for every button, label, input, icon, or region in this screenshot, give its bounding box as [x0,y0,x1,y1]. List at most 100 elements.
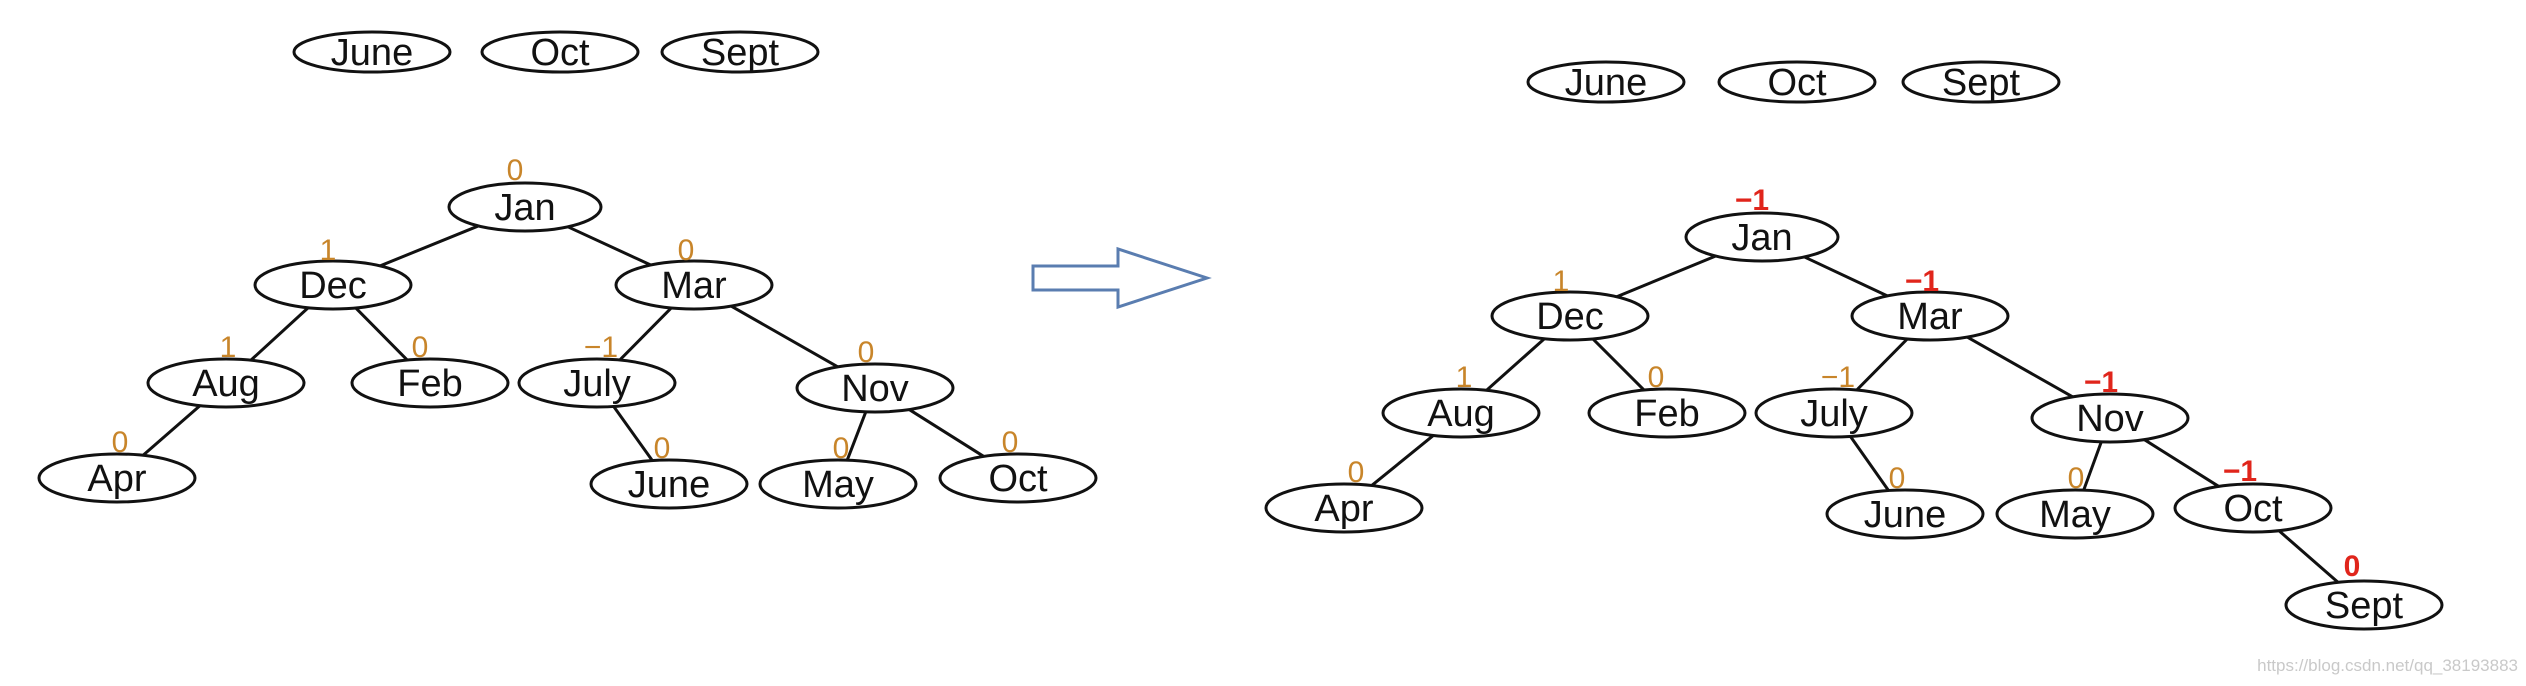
balance-factor-label: 1 [1456,361,1473,394]
tree-edge-dec-feb [354,306,409,362]
balance-factor-label: 1 [320,234,337,267]
tree-edge-july-june [1849,435,1890,492]
queue-node-label: Sept [1942,62,2021,104]
tree-edge-dec-aug [249,306,310,362]
tree-node-jan [447,181,603,233]
tree-edge-jan-dec [379,224,479,268]
tree-node-label: July [1800,393,1868,435]
tree-node-apr [37,452,197,504]
tree-edge-aug-apr [1370,434,1435,487]
tree-node-may [1995,488,2155,540]
tree-node-label: Oct [988,458,1048,500]
balance-factor-label: −1 [1735,184,1769,217]
queue-node-label: Oct [1767,62,1827,104]
balance-factor-label: −1 [584,331,618,364]
queue-node-june [292,30,452,74]
tree-node-dec [1490,290,1650,342]
balance-factor-label: −1 [2223,455,2257,488]
tree-node-label: Nov [2076,398,2144,440]
queue-node-june [1526,60,1686,104]
balance-factor-label: 0 [1889,462,1906,495]
tree-edge-nov-may [845,411,868,461]
tree-node-label: Aug [192,363,260,405]
balance-factor-label: 1 [220,331,237,364]
balance-factor-label: 0 [1348,456,1365,489]
balance-factor-label: 0 [1648,361,1665,394]
tree-node-feb [350,357,510,409]
balance-factor-label: −1 [1905,265,1939,298]
tree-edge-mar-nov [1966,335,2074,399]
queue-node-oct [1717,60,1877,104]
tree-node-label: Feb [397,363,462,405]
balance-factor-label: 0 [858,336,875,369]
balance-factor-label: 0 [654,432,671,465]
tree-node-may [758,458,918,510]
tree-node-aug [1381,387,1541,439]
tree-node-sept [2284,579,2444,631]
balance-factor-label: 0 [833,432,850,465]
tree-node-label: Apr [87,458,146,500]
tree-node-label: Oct [2223,488,2283,530]
tree-node-mar [1850,290,2010,342]
balance-factor-label: 0 [507,154,524,187]
tree-node-label: June [628,464,710,506]
balance-factor-label: −1 [2084,366,2118,399]
queue-node-label: June [331,32,413,74]
tree-node-june [589,458,749,510]
tree-edge-mar-nov [730,304,839,369]
tree-node-label: May [802,464,874,506]
tree-node-feb [1587,387,1747,439]
balance-factor-label: 0 [112,426,129,459]
tree-node-label: Jan [1731,217,1792,259]
tree-edge-nov-may [2082,441,2103,491]
tree-node-nov [2030,392,2190,444]
tree-node-june [1825,488,1985,540]
tree-edge-mar-july [618,306,673,362]
tree-edge-oct-sept [2277,529,2340,584]
tree-node-label: Aug [1427,393,1495,435]
tree-node-label: Nov [841,368,909,410]
tree-edge-july-june [612,405,654,462]
tree-node-label: Sept [2325,585,2404,627]
tree-node-apr [1264,482,1424,534]
tree-edge-aug-apr [141,404,202,457]
queue-node-label: Oct [530,32,590,74]
tree-node-july [517,357,677,409]
tree-edge-dec-feb [1591,337,1646,392]
tree-edge-nov-oct [908,408,985,458]
tree-node-label: Mar [1897,296,1963,338]
watermark-text: https://blog.csdn.net/qq_38193883 [2257,656,2518,675]
tree-edge-dec-aug [1485,337,1546,392]
balance-factor-label: 0 [2344,550,2361,583]
queue-node-sept [1901,60,2061,104]
tree-edge-jan-mar [567,225,652,267]
tree-node-label: July [563,363,631,405]
tree-edge-nov-oct [2143,438,2220,488]
tree-node-label: Dec [299,265,367,307]
tree-node-mar [614,259,774,311]
transition-arrow [1031,246,1212,310]
tree-edge-jan-dec [1616,254,1717,299]
tree-node-label: June [1864,494,1946,536]
tree-edge-jan-mar [1803,255,1888,298]
tree-node-nov [795,362,955,414]
balance-factor-label: 0 [2068,462,2085,495]
tree-node-jan [1684,211,1840,263]
queue-node-label: June [1565,62,1647,104]
tree-node-label: Feb [1634,393,1699,435]
tree-node-label: Apr [1314,488,1373,530]
tree-node-dec [253,259,413,311]
queue-node-label: Sept [701,32,780,74]
balance-factor-label: 0 [678,234,695,267]
tree-node-oct [938,452,1098,504]
tree-edge-mar-july [1855,337,1909,392]
balance-factor-label: 0 [1002,426,1019,459]
balance-factor-label: 0 [412,331,429,364]
queue-node-oct [480,30,640,74]
tree-node-aug [146,357,306,409]
tree-node-label: Mar [661,265,727,307]
queue-node-sept [660,30,820,74]
